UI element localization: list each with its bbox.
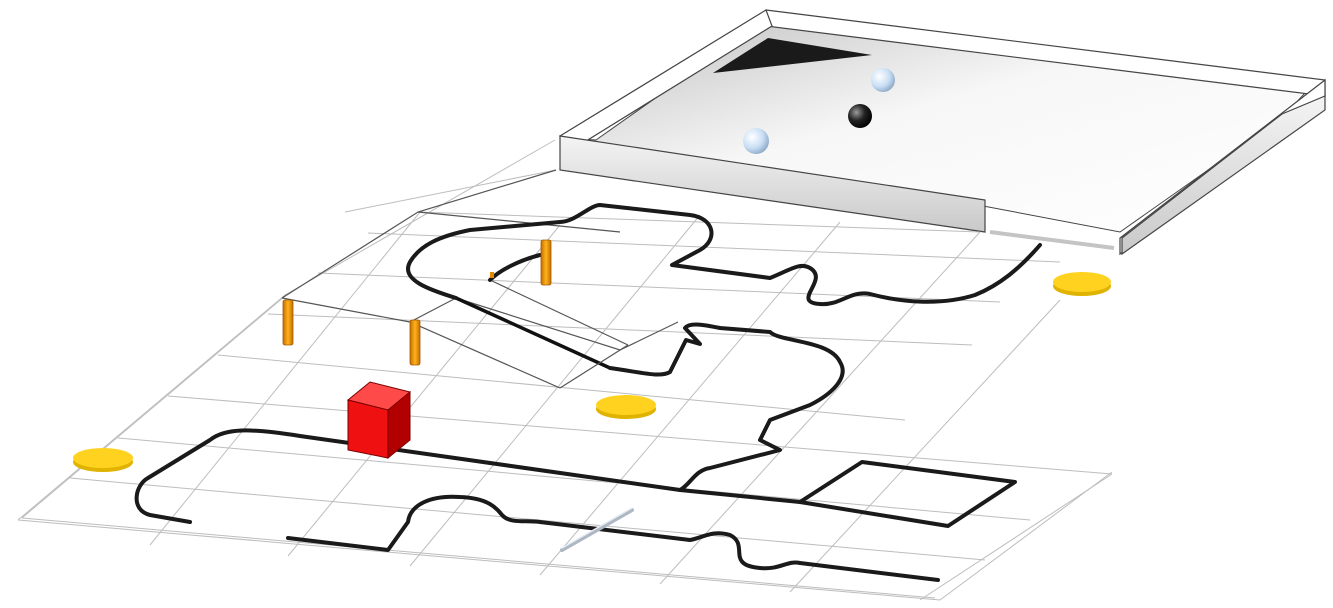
orange-post-3 <box>541 240 551 285</box>
obstacle-cube[interactable] <box>348 382 410 458</box>
entrance-sill <box>990 232 1114 248</box>
orange-post-1 <box>283 300 293 345</box>
silver-ball-1[interactable] <box>871 68 895 92</box>
silver-ball-2[interactable] <box>743 128 769 154</box>
yellow-disc-3[interactable] <box>1053 272 1111 296</box>
yellow-disc-2[interactable] <box>596 395 656 419</box>
speed-bump <box>562 508 632 550</box>
line-track <box>137 205 1040 580</box>
yellow-disc-1[interactable] <box>73 448 133 472</box>
orange-post-2 <box>410 320 420 365</box>
black-ball[interactable] <box>848 104 872 128</box>
orange-post-4 <box>490 272 494 278</box>
evacuation-room <box>560 10 1325 254</box>
ramp-structure <box>282 170 678 388</box>
posts <box>283 240 551 365</box>
